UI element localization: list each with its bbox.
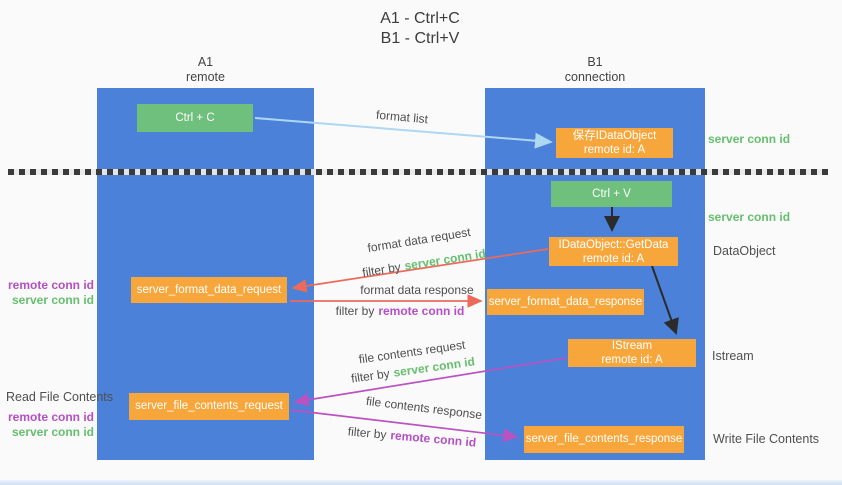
annotation-server-conn-id-mid: server conn id: [708, 210, 791, 224]
server-format-data-response-label: server_format_data_response: [488, 296, 643, 308]
node-server-file-contents-response: server_file_contents_response: [524, 426, 684, 453]
remote-conn-id-label: remote conn id: [7, 278, 94, 292]
getdata-line2: remote id: A: [582, 252, 645, 265]
lane-b1-subtitle: connection: [564, 70, 626, 84]
node-ctrl-c: Ctrl + C: [137, 104, 253, 132]
annotation-write-file-contents: Write File Contents: [713, 432, 820, 446]
arrow-file-contents-request: [293, 357, 567, 407]
arrow-format-list: [254, 117, 553, 149]
ctrl-v-label: Ctrl + V: [592, 188, 631, 200]
title-line-2: B1 - Ctrl+V: [380, 30, 460, 47]
server-format-data-request-label: server_format_data_request: [136, 284, 282, 296]
annotation-dataobject: DataObject: [713, 244, 776, 258]
label-format-data-response: format data response: [360, 283, 474, 297]
annotation-conn-ids-mid-left: remote conn id server conn id: [6, 278, 94, 308]
node-save-idataobject: 保存IDataObject remote id: A: [556, 128, 673, 158]
filter-by-text: filter by: [335, 304, 375, 318]
node-idataobject-getdata: IDataObject::GetData remote id: A: [549, 237, 678, 266]
remote-conn-id-label: remote conn id: [7, 410, 94, 424]
arrow-getdata-to-istream: [651, 265, 679, 335]
annotation-server-conn-id-top: server conn id: [708, 132, 791, 146]
node-istream: IStream remote id: A: [568, 339, 696, 367]
lane-header-b1: B1 connection: [485, 55, 705, 85]
lane-header-a1: A1 remote: [97, 55, 314, 85]
remote-conn-id-key: remote conn id: [378, 304, 465, 318]
ctrl-c-label: Ctrl + C: [175, 112, 215, 124]
server-conn-id-label: server conn id: [11, 293, 94, 307]
diagram-title: A1 - Ctrl+C B1 - Ctrl+V: [320, 9, 520, 49]
server-file-contents-request-label: server_file_contents_request: [135, 400, 283, 412]
annotation-istream: Istream: [712, 349, 754, 363]
lane-b1-title: B1: [587, 55, 603, 69]
server-conn-id-label: server conn id: [11, 425, 94, 439]
arrow-file-contents-response: [290, 409, 519, 443]
istream-line1: IStream: [611, 340, 653, 352]
lane-a1-title: A1: [197, 55, 214, 69]
istream-line2: remote id: A: [601, 354, 663, 366]
title-line-1: A1 - Ctrl+C: [380, 10, 460, 27]
server-file-contents-response-label: server_file_contents_response: [525, 433, 683, 445]
dotted-divider: [8, 169, 828, 175]
save-idataobject-line2: remote id: A: [583, 144, 646, 156]
node-server-format-data-response: server_format_data_response: [487, 289, 644, 315]
lane-a1-subtitle: remote: [186, 70, 225, 84]
node-ctrl-v: Ctrl + V: [551, 181, 672, 207]
annotation-read-file-contents: Read File Contents: [6, 390, 114, 404]
node-server-file-contents-request: server_file_contents_request: [129, 393, 289, 420]
arrow-format-data-request: [291, 248, 549, 293]
getdata-line1: IDataObject::GetData: [558, 238, 669, 251]
bottom-edge-strip: [0, 480, 842, 485]
save-idataobject-line1: 保存IDataObject: [572, 130, 657, 142]
node-server-format-data-request: server_format_data_request: [131, 277, 287, 303]
annotation-conn-ids-low-left: remote conn id server conn id: [6, 410, 94, 440]
